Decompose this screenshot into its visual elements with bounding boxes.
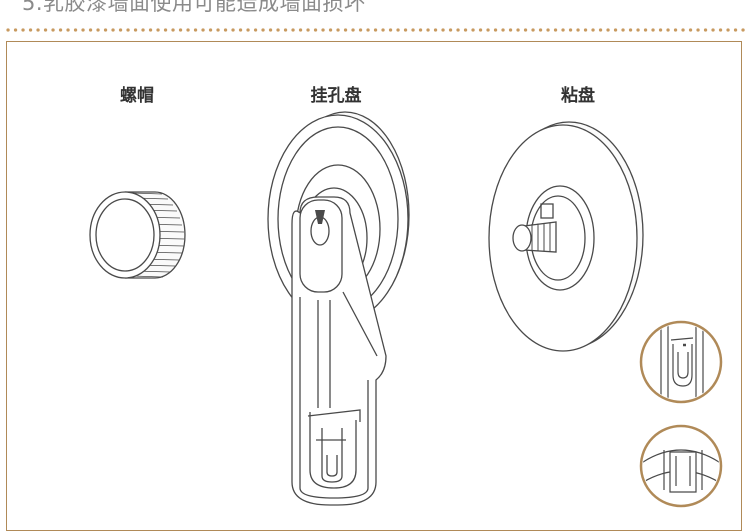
detail-circle-hook-top	[639, 320, 723, 404]
section-heading: 5.乳胶漆墙面使用可能造成墙面损坏	[22, 0, 366, 15]
adhesive-plate-illustration	[488, 121, 644, 352]
hook-plate-illustration	[267, 111, 410, 506]
screw-cap-illustration	[89, 191, 186, 279]
label-adhesive-plate: 粘盘	[561, 86, 595, 106]
label-hook-plate: 挂孔盘	[310, 86, 362, 106]
dotted-divider	[6, 28, 748, 32]
line-art-canvas	[89, 111, 723, 508]
detail-circle-hook-bottom	[639, 424, 723, 508]
label-screw-cap: 螺帽	[120, 86, 154, 106]
